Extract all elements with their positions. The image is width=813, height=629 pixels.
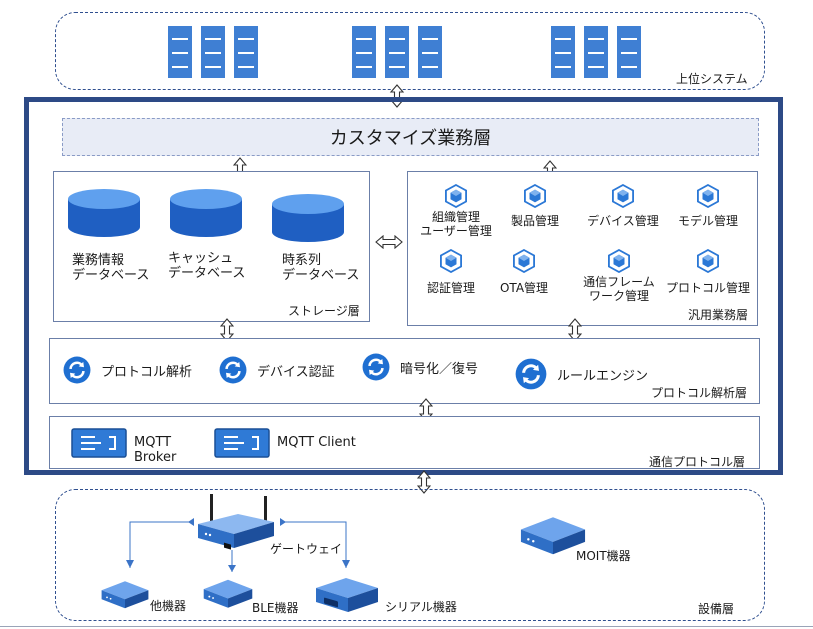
equipment-layer-label: 設備層 [698,602,735,616]
mqtt-broker-icon [71,428,127,458]
serial-device-icon [316,578,378,612]
general-item-product: 製品管理 [503,184,567,228]
database-label: 時系列 データベース [282,253,360,283]
equipment-area [55,489,765,621]
general-item-protocol: プロトコル管理 [662,249,754,295]
server-icon [551,26,575,78]
general-item-ota: OTA管理 [491,249,557,295]
upper-system-label: 上位システム [676,72,748,86]
server-icon [201,26,225,78]
hexagon-icon [608,249,630,273]
database-label: 業務情報 データベース [72,253,150,283]
moit-device-label: MOIT機器 [576,549,631,563]
upper-system-area [55,12,765,90]
mqtt-client-label: MQTT Client [277,435,356,450]
other-device-label: 他機器 [150,599,187,613]
hexagon-icon [697,184,719,208]
server-icon [617,26,641,78]
serial-device-label: シリアル機器 [385,600,457,614]
connection-lines [126,518,350,572]
database-icon [272,194,344,242]
hexagon-icon [612,184,634,208]
feature-device-auth: デバイス認証 [219,356,335,384]
gateway-label: ゲートウェイ [270,542,343,556]
comm-protocol-layer-label: 通信プロトコル層 [649,455,746,469]
server-icon [584,26,608,78]
hexagon-icon [445,184,467,208]
general-item-model: モデル管理 [666,184,750,228]
protocol-analysis-layer [49,338,760,404]
hexagon-icon [697,249,719,273]
refresh-icon [362,353,390,381]
refresh-icon [219,356,247,384]
gateway-icon [198,494,274,550]
bottom-divider [0,626,813,627]
database-icon [68,189,140,237]
mqtt-client-icon [214,428,270,458]
double-arrow-icon [374,235,404,249]
server-icon [352,26,376,78]
server-icon [168,26,192,78]
general-item-org-user: 組織管理 ユーザー管理 [413,184,499,238]
refresh-icon [63,356,91,384]
other-device-icon [98,572,152,612]
feature-protocol-analysis: プロトコル解析 [63,356,192,384]
general-layer-label: 汎用業務層 [688,308,749,322]
platform-frame [24,97,783,475]
ble-device-label: BLE機器 [252,601,299,615]
comm-protocol-layer [49,416,760,469]
storage-layer-label: ストレージ層 [288,304,360,318]
custom-business-layer: カスタマイズ業務層 [62,118,759,156]
feature-encrypt-decrypt: 暗号化／復号 [362,353,478,381]
hexagon-icon [524,184,546,208]
server-icon [385,26,409,78]
general-item-device: デバイス管理 [578,184,668,228]
ble-device-icon [200,570,256,612]
protocol-analysis-layer-label: プロトコル解析層 [651,386,748,400]
server-icon [234,26,258,78]
server-icon [418,26,442,78]
database-label: キャッシュ データベース [168,251,246,281]
database-icon [170,189,242,237]
hexagon-icon [440,249,462,273]
mqtt-broker-label: MQTT Broker [134,435,177,465]
general-item-auth: 認証管理 [418,249,484,295]
refresh-icon [515,358,547,390]
general-item-comm-framework: 通信フレーム ワーク管理 [577,249,661,303]
hexagon-icon [513,249,535,273]
feature-rule-engine: ルールエンジン [515,358,648,390]
